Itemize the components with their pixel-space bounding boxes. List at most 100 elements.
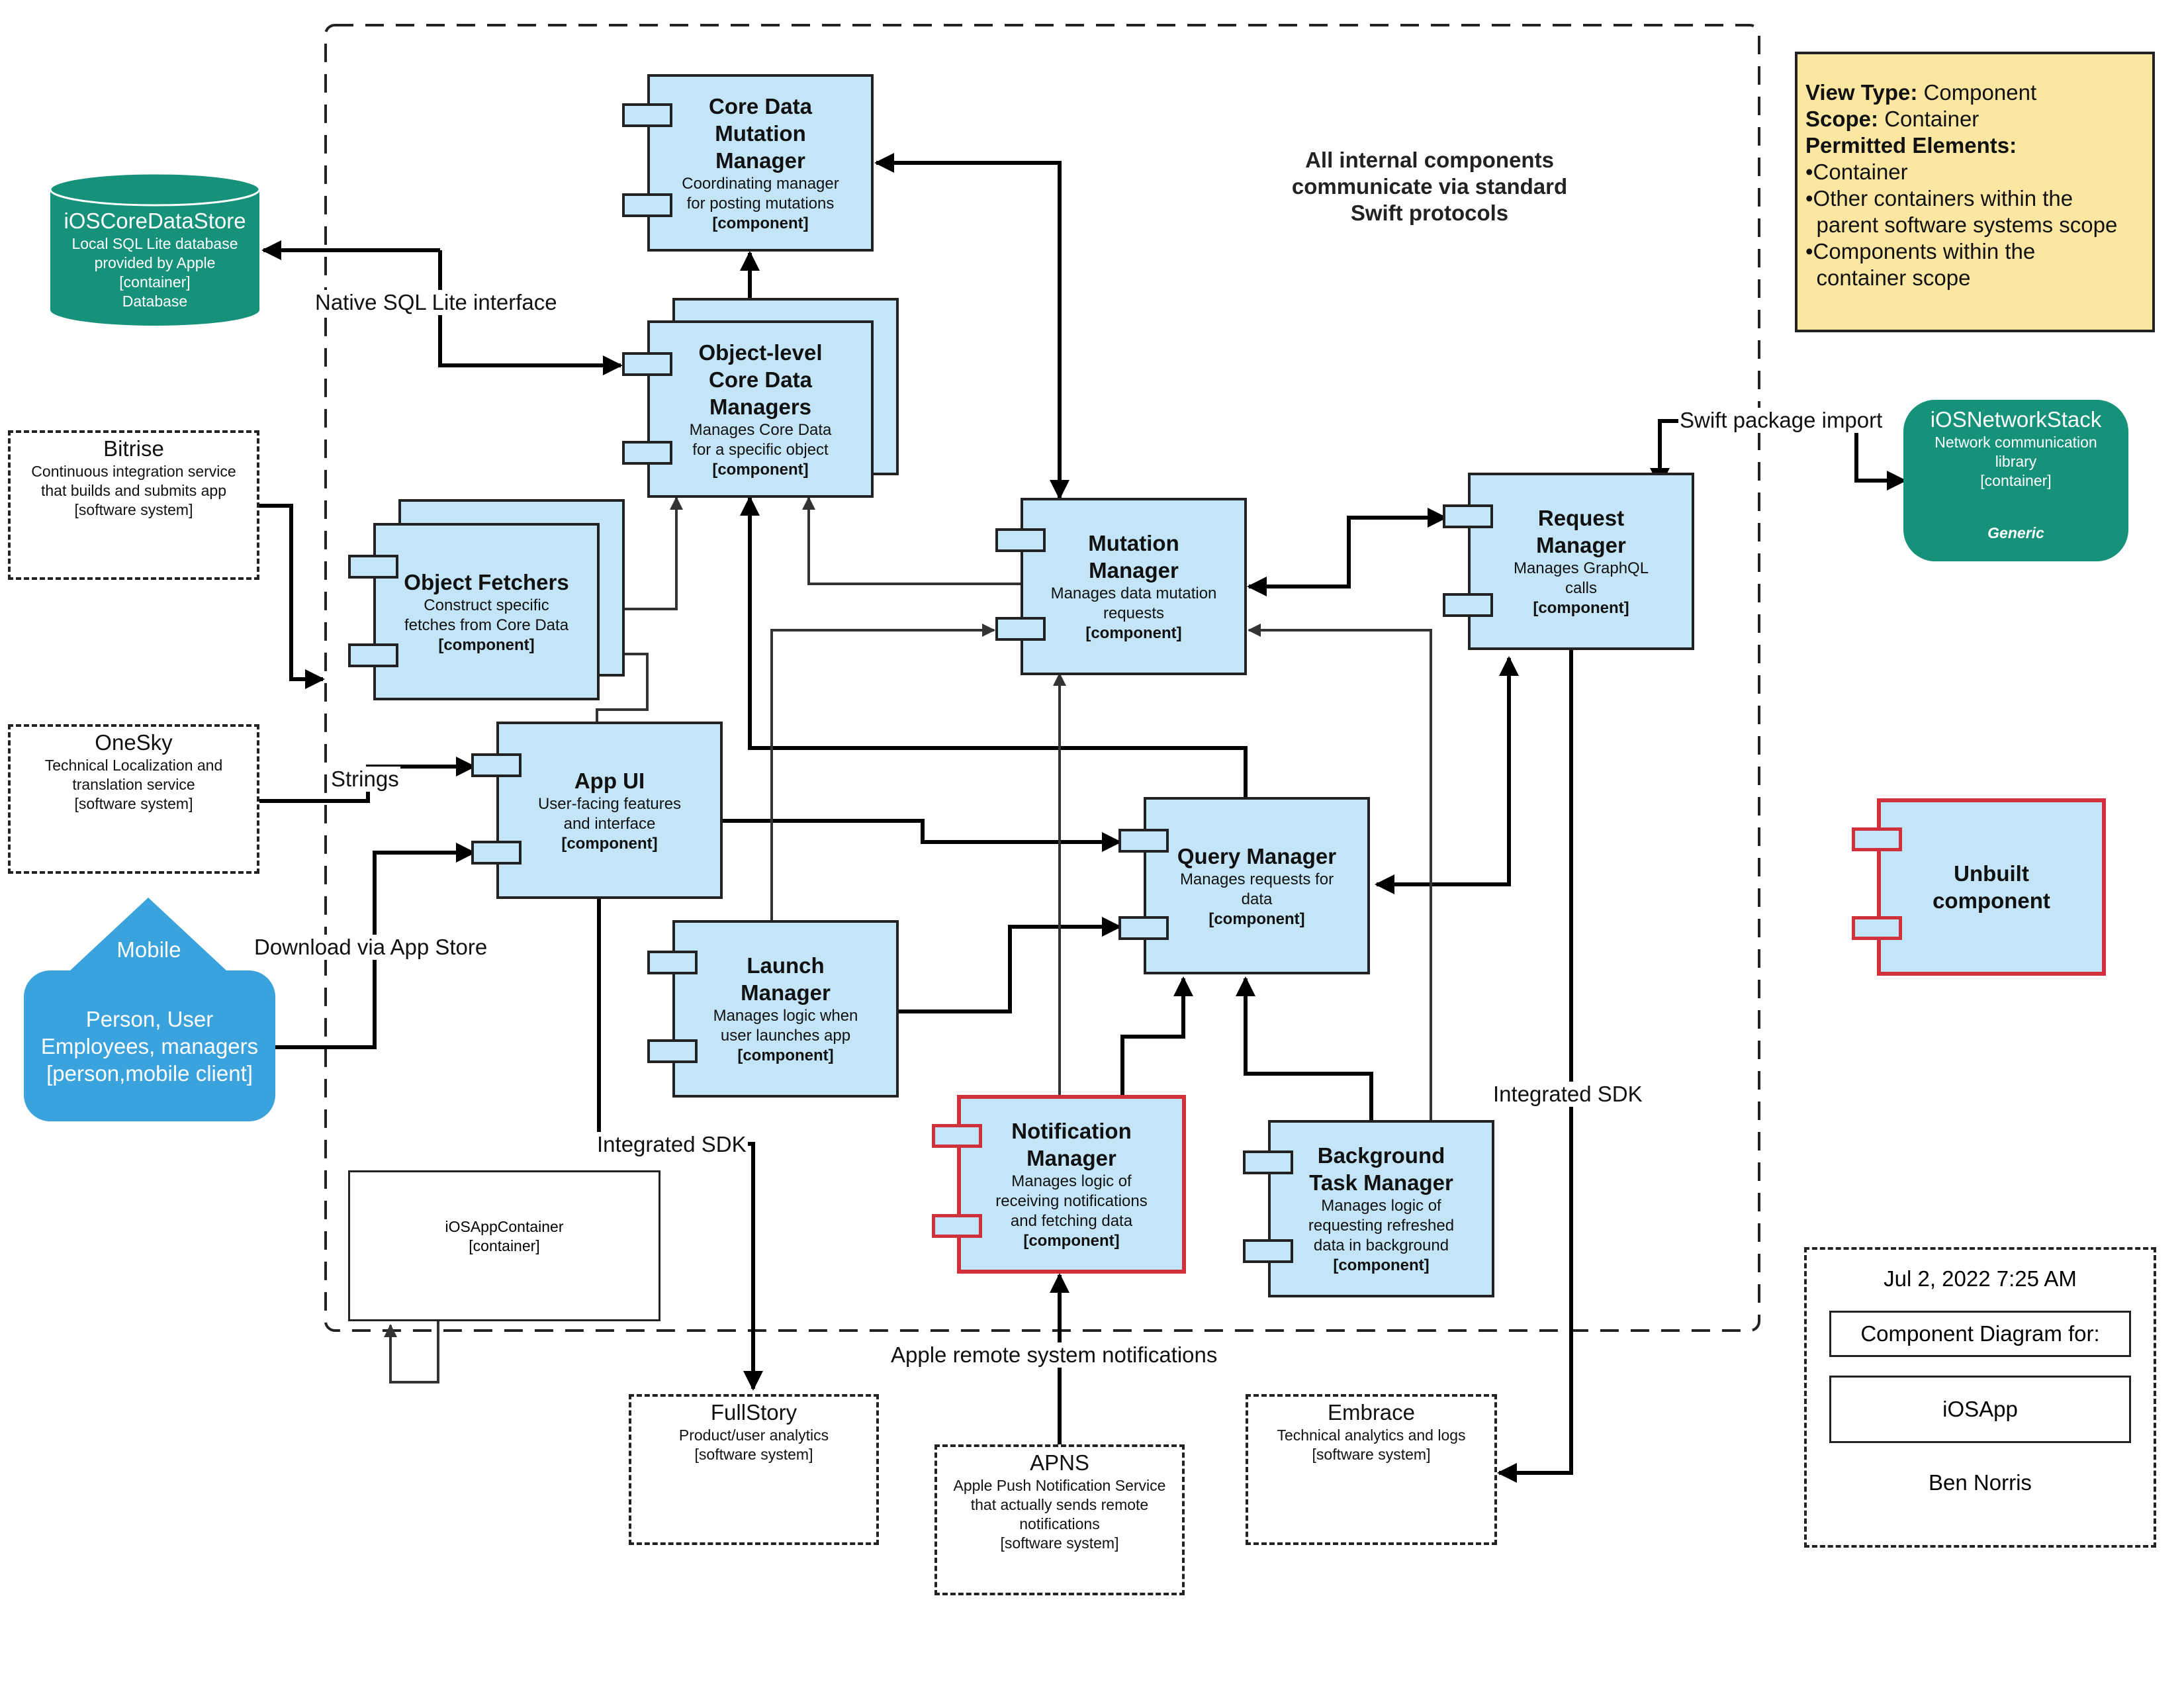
component-desc: for posting mutations [686,194,835,212]
mutation-manager[interactable]: Mutation Manager Manages data mutation r… [1021,498,1247,675]
port-icon [1443,593,1493,617]
port-icon [622,103,672,127]
person-user[interactable]: Person, User Employees, managers [person… [24,970,275,1121]
system-desc: Product/user analytics [678,1427,829,1444]
edge-background-query [1236,976,1373,1121]
person-line: Person, User [85,1006,214,1031]
container-footer: Generic [1987,524,2044,541]
legend-value: Component [1917,80,2037,105]
boundary-note: All internal components communicate via … [1257,147,1602,226]
container-desc: Network communication [1934,434,2097,451]
container-title: iOSAppContainer [445,1218,564,1235]
boundary-note-line: communicate via standard [1291,174,1568,199]
component-desc: and interface [563,814,656,833]
app-ui[interactable]: App UI User-facing features and interfac… [496,722,723,899]
container-desc: library [1995,453,2037,470]
edge-notification-query [1120,976,1193,1096]
launch-manager[interactable]: Launch Manager Manages logic when user l… [672,920,899,1098]
component-tag: [component] [712,214,809,232]
edge-sqlite [438,250,623,375]
component-tag: [component] [1085,624,1182,642]
container-desc: provided by Apple [94,254,216,271]
component-tag: [component] [1208,910,1305,928]
info-box: Jul 2, 2022 7:25 AM Component Diagram fo… [1804,1247,2156,1548]
edge-request-query [1375,656,1519,894]
component-desc: user launches app [720,1027,851,1045]
boundary-note-line: Swift protocols [1350,201,1509,225]
port-icon [1118,829,1169,853]
bitrise-system[interactable]: Bitrise Continuous integration service t… [8,430,259,580]
object-fetchers[interactable]: Object Fetchers Construct specific fetch… [373,523,600,700]
legend-key: Scope: [1805,107,1879,131]
system-desc: Continuous integration service [31,463,236,480]
component-title: Core Data [709,367,812,392]
system-desc: that builds and submits app [40,482,226,499]
port-icon [622,441,672,465]
ios-core-data-store[interactable]: iOSCoreDataStore Local SQL Lite database… [50,203,259,316]
label-download: Download via App Store [253,935,489,960]
port-icon [1443,504,1493,528]
component-tag: [component] [712,460,809,479]
component-title: Background [1317,1143,1445,1168]
ios-network-stack[interactable]: iOSNetworkStack Network communication li… [1903,400,2128,561]
port-icon [1852,916,1902,940]
label-swift-package: Swift package import [1678,408,1884,433]
edge-mutation-objmgr [802,496,1021,585]
component-tag: [component] [1533,599,1629,617]
component-desc: Coordinating manager [682,174,839,193]
legend-item: •Container [1805,160,1908,184]
system-title: Bitrise [103,436,164,461]
component-desc: fetches from Core Data [404,616,569,634]
system-title: Embrace [1327,1400,1416,1425]
component-tag: [component] [561,834,658,853]
query-manager[interactable]: Query Manager Manages requests for data … [1144,797,1370,974]
ios-app-container[interactable]: iOSAppContainer [container] [348,1170,660,1321]
component-desc: and fetching data [1010,1212,1133,1230]
port-icon [1243,1239,1293,1263]
system-desc: Technical analytics and logs [1277,1427,1466,1444]
container-boundary [324,24,1760,1332]
label-integrated-sdk-embrace: Integrated SDK [1492,1082,1644,1107]
fullstory-system[interactable]: FullStory Product/user analytics [softwa… [629,1394,879,1545]
system-desc: [software system] [74,795,193,812]
notification-manager[interactable]: Notification Manager Manages logic of re… [957,1095,1186,1274]
port-icon [471,841,522,865]
legend-item: parent software systems scope [1805,212,2118,237]
component-title: Object-level [698,340,823,365]
component-tag: [component] [737,1047,834,1064]
system-title: FullStory [710,1400,797,1425]
system-title: APNS [1030,1450,1089,1475]
port-icon [995,617,1046,641]
port-icon [647,1039,698,1063]
system-desc: [software system] [1000,1534,1119,1552]
edge-query-objmgr [740,496,1248,797]
legend-value: Container [1878,107,1979,131]
system-desc: notifications [1019,1515,1100,1532]
boundary-note-line: All internal components [1305,148,1554,172]
port-icon [1243,1150,1293,1174]
object-level-core-data-managers[interactable]: Object-level Core Data Managers Manages … [647,320,874,498]
edge-container-self [384,1321,439,1383]
component-tag: [component] [438,635,535,654]
info-name: iOSApp [1829,1376,2131,1443]
component-desc: data [1241,890,1273,908]
port-icon [622,352,672,376]
request-manager[interactable]: Request Manager Manages GraphQL calls [c… [1468,473,1694,650]
component-desc: Manages Core Data [689,420,832,439]
system-desc: Technical Localization and [44,757,223,774]
background-task-manager[interactable]: Background Task Manager Manages logic of… [1268,1120,1494,1297]
legend-box: View Type: Component Scope: Container Pe… [1795,52,2155,332]
component-title: component [1933,888,2050,913]
unbuilt-component-legend: Unbuilt component [1877,798,2106,976]
info-caption: Component Diagram for: [1829,1311,2131,1357]
system-desc: translation service [72,776,195,793]
apns-system[interactable]: APNS Apple Push Notification Service tha… [934,1444,1185,1595]
onesky-system[interactable]: OneSky Technical Localization and transl… [8,724,259,874]
core-data-mutation-manager[interactable]: Core Data Mutation Manager Coordinating … [647,74,874,252]
component-title: Query Manager [1177,843,1337,868]
container-title: iOSNetworkStack [1930,407,2102,432]
info-date: Jul 2, 2022 7:25 AM [1884,1266,2077,1291]
person-line: [person,mobile client] [46,1060,253,1086]
person-badge-label: Mobile [99,933,199,966]
embrace-system[interactable]: Embrace Technical analytics and logs [so… [1246,1394,1497,1545]
